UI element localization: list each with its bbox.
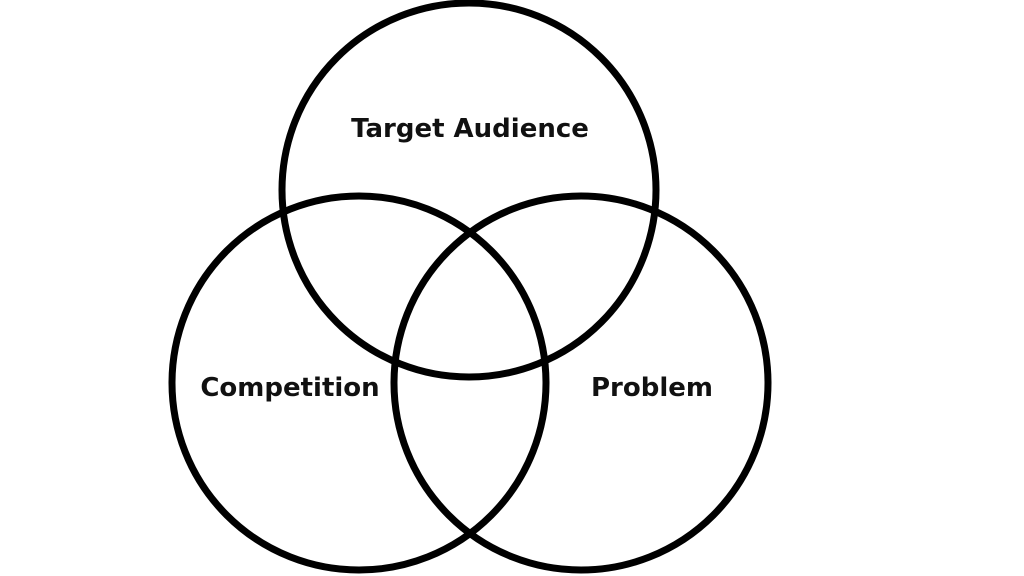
competition-label: Competition [200, 373, 379, 403]
target-audience-circle [278, 0, 660, 381]
competition-circle [168, 192, 550, 574]
problem-label: Problem [591, 373, 713, 403]
target-audience-label: Target Audience [351, 114, 589, 144]
problem-circle [390, 192, 772, 574]
